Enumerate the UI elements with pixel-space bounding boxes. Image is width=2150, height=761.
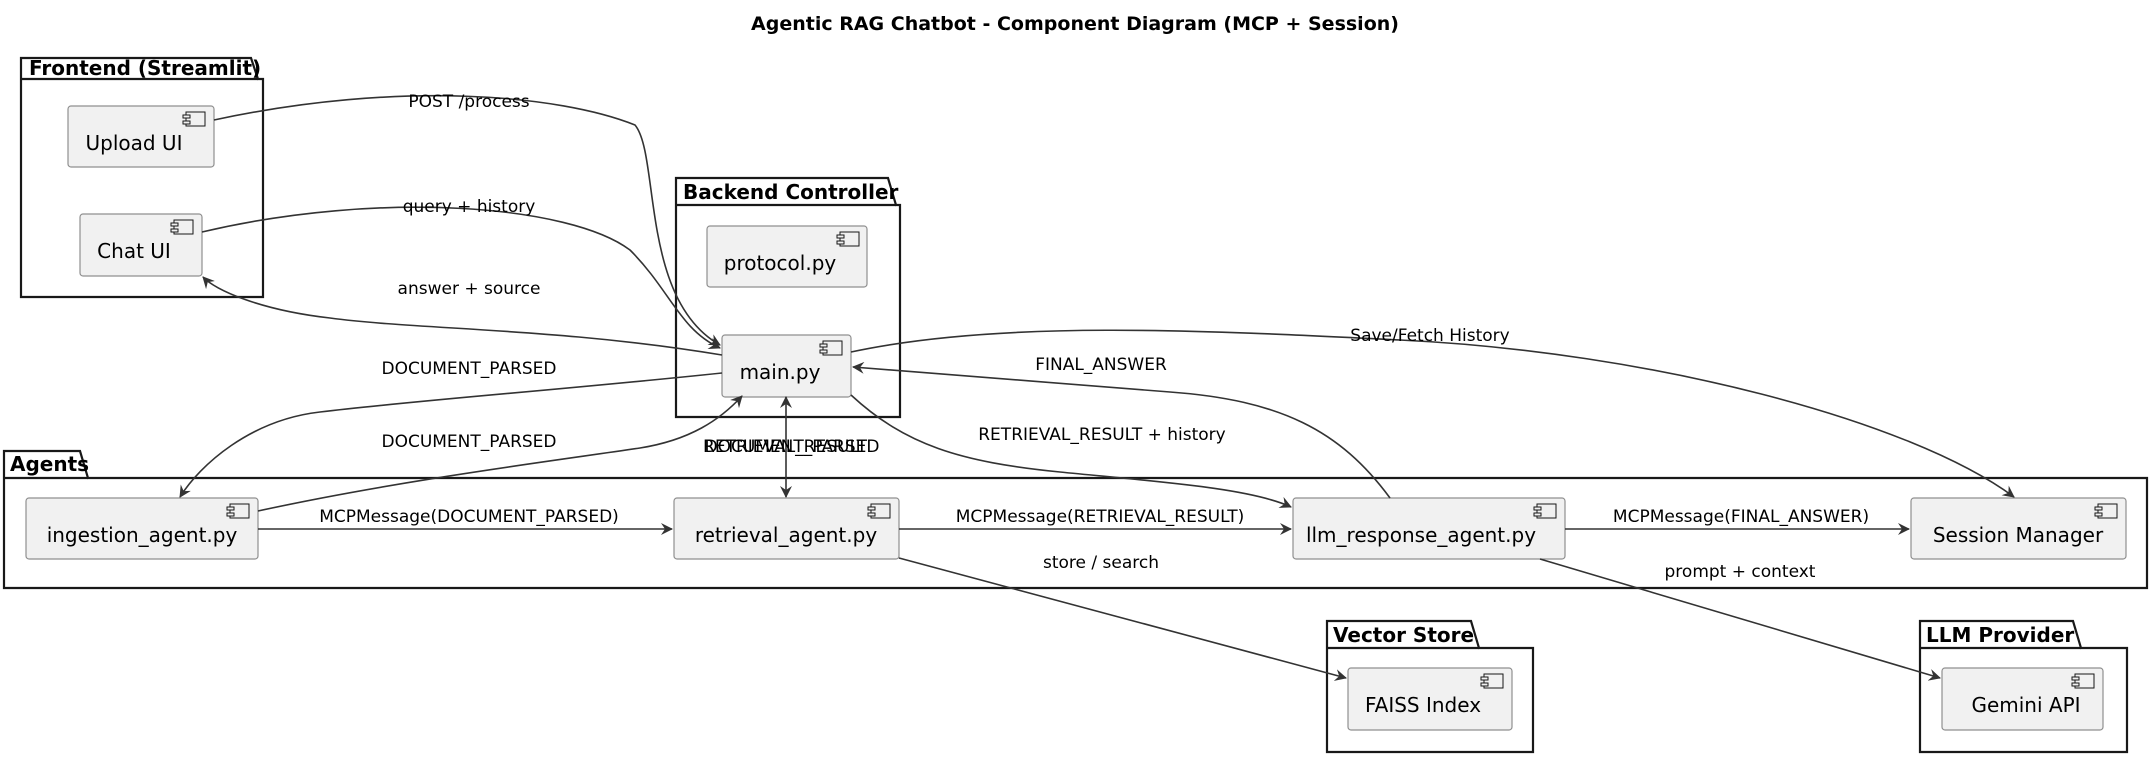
- component-icon: [1533, 503, 1557, 519]
- edge-main-retrieval-label-b: RETRIEVAL_RESULT: [703, 437, 868, 457]
- component-icon: [819, 340, 843, 356]
- component-chat-ui-label: Chat UI: [97, 239, 171, 263]
- edge-ingestion-to-main: [257, 395, 743, 512]
- component-icon: [182, 111, 206, 127]
- component-main-label: main.py: [740, 360, 821, 384]
- component-faiss-index-label: FAISS Index: [1365, 693, 1481, 717]
- edge-main-to-session: [850, 329, 2015, 498]
- component-retrieval-agent-label: retrieval_agent.py: [695, 523, 877, 547]
- edge-main-to-ingestion-label: DOCUMENT_PARSED: [381, 359, 556, 379]
- edge-chat-to-main: [201, 206, 721, 349]
- edge-llm-to-main: [852, 361, 1391, 499]
- component-gemini-api: Gemini API: [1941, 667, 2104, 731]
- component-protocol-label: protocol.py: [724, 251, 837, 275]
- component-protocol: protocol.py: [706, 225, 868, 288]
- edge-llm-to-gemini-label: prompt + context: [1665, 562, 1816, 582]
- edge-llm-to-main-label: FINAL_ANSWER: [1035, 355, 1167, 375]
- component-retrieval-agent: retrieval_agent.py: [673, 497, 900, 560]
- component-icon: [836, 231, 860, 247]
- component-session-manager: Session Manager: [1910, 497, 2127, 560]
- edge-ingestion-to-retrieval-label: MCPMessage(DOCUMENT_PARSED): [319, 507, 619, 527]
- component-llm-response-agent-label: llm_response_agent.py: [1306, 523, 1536, 547]
- component-ingestion-agent: ingestion_agent.py: [25, 497, 259, 560]
- component-icon: [170, 219, 194, 235]
- component-gemini-api-label: Gemini API: [1971, 693, 2080, 717]
- edge-llm-to-gemini: [1539, 558, 1941, 681]
- edge-main-to-llm-label: RETRIEVAL_RESULT + history: [978, 425, 1225, 445]
- package-vector-store-label: Vector Store: [1333, 623, 1474, 647]
- component-icon: [867, 503, 891, 519]
- package-backend-label: Backend Controller: [683, 180, 899, 204]
- edge-main-to-llm: [850, 394, 1292, 508]
- package-frontend-label: Frontend (Streamlit): [29, 56, 261, 80]
- edge-retrieval-to-faiss-label: store / search: [1043, 553, 1159, 573]
- component-faiss-index: FAISS Index: [1347, 667, 1513, 731]
- component-session-manager-label: Session Manager: [1933, 523, 2104, 547]
- edge-retrieval-to-llm-label: MCPMessage(RETRIEVAL_RESULT): [956, 507, 1245, 527]
- component-icon: [2071, 673, 2095, 689]
- edge-upload-to-main: [213, 94, 721, 346]
- edge-main-to-ingestion: [179, 372, 723, 498]
- component-upload-ui-label: Upload UI: [86, 131, 183, 155]
- component-icon: [226, 503, 250, 519]
- component-icon: [1480, 673, 1504, 689]
- package-agents-label: Agents: [10, 452, 89, 476]
- edge-main-retrieval-label-a: DOCUMENT_PARSED: [704, 437, 879, 457]
- edge-ingestion-to-main-label: DOCUMENT_PARSED: [381, 432, 556, 452]
- component-icon: [2094, 503, 2118, 519]
- edge-retrieval-to-faiss: [898, 557, 1347, 681]
- component-chat-ui: Chat UI: [79, 213, 203, 277]
- component-main: main.py: [721, 334, 852, 398]
- component-upload-ui: Upload UI: [67, 105, 215, 168]
- edge-upload-to-main-label: POST /process: [408, 92, 529, 112]
- component-ingestion-agent-label: ingestion_agent.py: [47, 523, 238, 547]
- edge-llm-to-session-label: MCPMessage(FINAL_ANSWER): [1613, 507, 1869, 527]
- diagram-title: Agentic RAG Chatbot - Component Diagram …: [751, 13, 1399, 35]
- edge-main-to-chat-label: answer + source: [398, 279, 541, 299]
- component-llm-response-agent: llm_response_agent.py: [1292, 497, 1566, 560]
- edge-chat-to-main-label: query + history: [403, 197, 536, 217]
- edge-main-to-session-label: Save/Fetch History: [1350, 326, 1509, 346]
- edge-main-to-chat: [202, 276, 723, 356]
- package-agents: Agents: [2, 449, 2149, 590]
- package-llm-provider-label: LLM Provider: [1926, 623, 2074, 647]
